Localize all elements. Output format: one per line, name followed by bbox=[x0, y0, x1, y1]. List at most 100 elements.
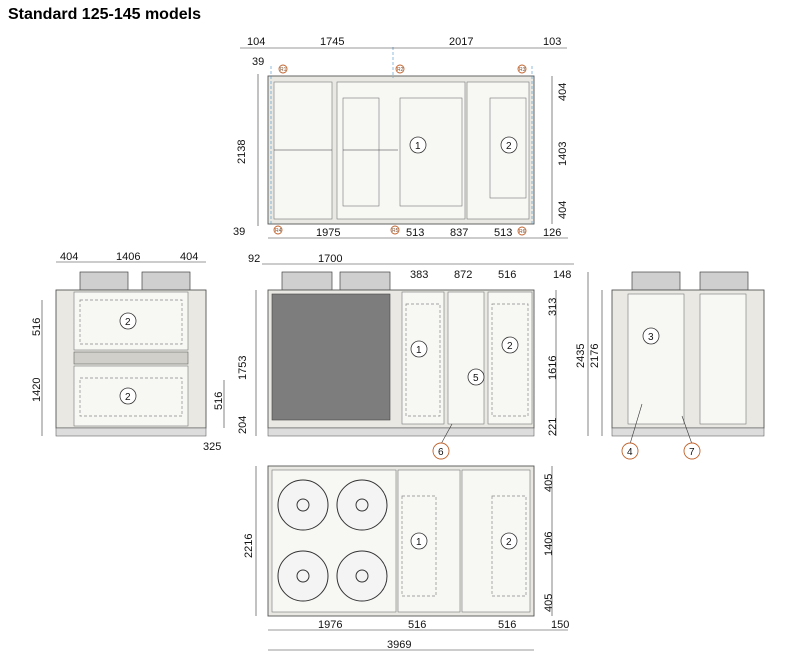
fan-hub-icon bbox=[355, 569, 369, 583]
dim-label: 405 bbox=[543, 474, 555, 492]
reference-label: R1 bbox=[280, 67, 287, 73]
dim-label: 1700 bbox=[318, 253, 342, 265]
bottom-view-hidden-outline bbox=[491, 495, 527, 597]
page-title: Standard 125-145 models bbox=[8, 6, 201, 23]
left-view-hidden-outline bbox=[79, 377, 183, 417]
leader-line bbox=[629, 403, 643, 445]
dim-label: 516 bbox=[498, 619, 516, 631]
callout-label: 1 bbox=[416, 537, 422, 548]
front-view-door-2 bbox=[487, 291, 533, 425]
callout-label: 2 bbox=[506, 141, 512, 152]
dim-label: 148 bbox=[553, 269, 571, 281]
top-view-door-right bbox=[399, 97, 463, 207]
dim-label: 404 bbox=[180, 251, 198, 263]
front-view-base bbox=[267, 427, 535, 437]
dim-label: 221 bbox=[547, 418, 559, 436]
dim-label: 2017 bbox=[449, 36, 473, 48]
condenser-coil bbox=[271, 293, 391, 421]
dim-label: 2176 bbox=[589, 344, 601, 368]
reference-marker bbox=[390, 225, 400, 235]
dim-label: 150 bbox=[551, 619, 569, 631]
dim-label: 1403 bbox=[557, 142, 569, 166]
dim-label: 104 bbox=[247, 36, 265, 48]
fan-housing bbox=[339, 271, 391, 291]
front-view-door-1 bbox=[401, 291, 445, 425]
front-view: 92 1700 383 872 516 148 1753 204 313 161… bbox=[237, 253, 574, 460]
reference-label: R6 bbox=[519, 229, 526, 235]
leader-line bbox=[681, 415, 693, 445]
dim-label: 516 bbox=[31, 318, 43, 336]
fan-hub-icon bbox=[296, 569, 310, 583]
dim-label: 404 bbox=[557, 201, 569, 219]
callout-label: 3 bbox=[648, 332, 654, 343]
leader-line bbox=[440, 423, 453, 445]
dim-label: 1406 bbox=[116, 251, 140, 263]
left-view-base bbox=[55, 427, 207, 437]
dim-label: 204 bbox=[237, 416, 249, 434]
fan-housing bbox=[281, 271, 333, 291]
callout-label: 5 bbox=[473, 373, 479, 384]
callout-label: 7 bbox=[689, 447, 695, 458]
front-view-door-5 bbox=[447, 291, 485, 425]
dim-label: 1745 bbox=[320, 36, 344, 48]
left-view-hidden-outline bbox=[79, 299, 183, 345]
callout-marker bbox=[621, 442, 639, 460]
dim-label: 2138 bbox=[236, 140, 248, 164]
left-side-view: 404 1406 404 516 1420 516 325 2 2 bbox=[31, 251, 225, 453]
left-view-divider bbox=[73, 351, 189, 365]
reference-marker bbox=[517, 226, 527, 236]
dim-label: 1975 bbox=[316, 227, 340, 239]
callout-marker bbox=[410, 340, 428, 358]
fan-housing bbox=[79, 271, 129, 291]
callout-marker bbox=[432, 442, 450, 460]
dim-label: 126 bbox=[543, 227, 561, 239]
callout-label: 2 bbox=[125, 392, 131, 403]
callout-label: 2 bbox=[507, 341, 513, 352]
right-view-door bbox=[627, 293, 685, 425]
dim-label: 1616 bbox=[547, 356, 559, 380]
fan-hub-icon bbox=[355, 498, 369, 512]
bottom-view-section-2 bbox=[461, 469, 531, 613]
dim-label: 404 bbox=[60, 251, 78, 263]
reference-label: R4 bbox=[275, 228, 282, 234]
dim-label: 383 bbox=[410, 269, 428, 281]
right-side-view: 2435 2176 3 4 7 bbox=[575, 271, 765, 460]
callout-marker bbox=[409, 136, 427, 154]
front-view-hidden-outline bbox=[491, 303, 529, 417]
dim-label: 3969 bbox=[387, 639, 411, 651]
dim-label: 513 bbox=[494, 227, 512, 239]
top-view: 104 1745 2017 103 39 2138 39 404 1403 40… bbox=[233, 36, 569, 239]
dim-label: 516 bbox=[498, 269, 516, 281]
callout-marker bbox=[119, 312, 137, 330]
callout-marker bbox=[500, 136, 518, 154]
reference-label: R3 bbox=[519, 67, 526, 73]
dim-label: 2435 bbox=[575, 344, 587, 368]
dim-label: 1753 bbox=[237, 356, 249, 380]
dim-label: 313 bbox=[547, 298, 559, 316]
dim-label: 516 bbox=[213, 392, 225, 410]
reference-label: R2 bbox=[397, 67, 404, 73]
right-view-panel bbox=[699, 293, 747, 425]
front-view-hidden-outline bbox=[405, 303, 441, 417]
fan-housing bbox=[631, 271, 681, 291]
dim-label: 1406 bbox=[543, 532, 555, 556]
callout-marker bbox=[119, 387, 137, 405]
callout-marker bbox=[501, 336, 519, 354]
dim-label: 103 bbox=[543, 36, 561, 48]
dim-label: 404 bbox=[557, 83, 569, 101]
callout-label: 1 bbox=[415, 141, 421, 152]
dim-label: 516 bbox=[408, 619, 426, 631]
callout-marker bbox=[642, 327, 660, 345]
bottom-view: 2216 405 1406 405 1976 516 516 150 3969 … bbox=[243, 465, 569, 651]
dim-label: 1420 bbox=[31, 378, 43, 402]
dim-label: 39 bbox=[233, 226, 245, 238]
bottom-view-hidden-outline bbox=[401, 495, 437, 597]
dim-label: 513 bbox=[406, 227, 424, 239]
dim-label: 2216 bbox=[243, 534, 255, 558]
callout-marker bbox=[683, 442, 701, 460]
callout-label: 2 bbox=[125, 317, 131, 328]
top-view-coil-section bbox=[273, 81, 333, 220]
callout-marker bbox=[410, 532, 428, 550]
callout-label: 6 bbox=[438, 447, 444, 458]
